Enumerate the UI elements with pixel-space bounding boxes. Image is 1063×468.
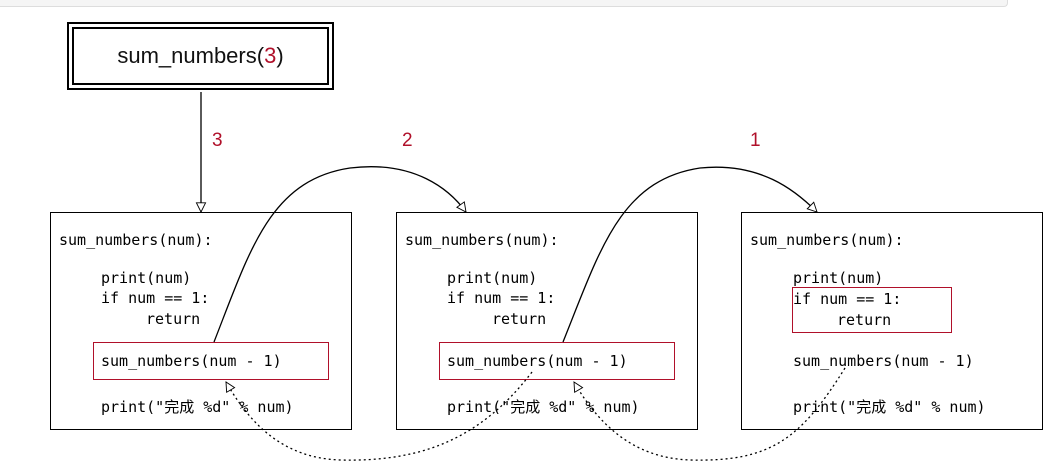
frame-3-recursive-call: sum_numbers(num - 1): [793, 352, 974, 370]
frame-1-header: sum_numbers(num):: [59, 231, 213, 249]
frame-2-print-num: print(num): [447, 269, 538, 287]
frame-3-final-print: print("完成 %d" % num): [793, 398, 986, 416]
root-call-arg: 3: [264, 43, 277, 68]
frame-1-final-print: print("完成 %d" % num): [101, 398, 294, 416]
step-label-1: 1: [750, 130, 761, 151]
frame-3-if-line: if num == 1:: [793, 290, 902, 308]
root-call-prefix: sum_numbers(: [117, 43, 265, 68]
root-call-suffix: ): [276, 43, 284, 68]
root-call-text: sum_numbers(3): [72, 27, 329, 85]
function-frame-1: sum_numbers(num): print(num) if num == 1…: [50, 212, 352, 430]
frame-3-return-line: return: [837, 311, 892, 329]
step-label-2: 2: [402, 130, 413, 151]
frame-2-return-line: return: [492, 310, 547, 328]
frame-1-return-line: return: [146, 310, 201, 328]
frame-1-recursive-call: sum_numbers(num - 1): [101, 352, 282, 370]
frame-2-final-print: print("完成 %d" % num): [447, 398, 640, 416]
frame-1-if-line: if num == 1:: [101, 289, 210, 307]
frame-2-call-highlight: [439, 342, 675, 380]
frame-3-header: sum_numbers(num):: [750, 231, 904, 249]
frame-1-print-num: print(num): [101, 269, 192, 287]
step-label-3: 3: [212, 130, 223, 151]
frame-2-recursive-call: sum_numbers(num - 1): [447, 352, 628, 370]
frame-2-if-line: if num == 1:: [447, 289, 556, 307]
frame-1-call-highlight: [93, 342, 329, 380]
frame-3-print-num: print(num): [793, 269, 884, 287]
root-call-box: sum_numbers(3): [67, 22, 334, 90]
function-frame-2: sum_numbers(num): print(num) if num == 1…: [396, 212, 698, 430]
function-frame-3: sum_numbers(num): print(num) if num == 1…: [741, 212, 1043, 430]
top-toolbar-strip: [0, 0, 1008, 7]
frame-2-header: sum_numbers(num):: [405, 231, 559, 249]
